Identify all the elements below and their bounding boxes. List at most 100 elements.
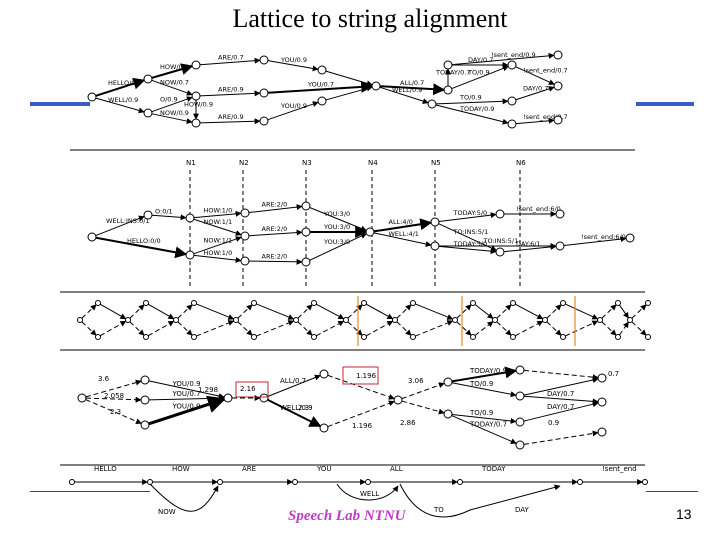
lattice-node (615, 334, 621, 340)
lattice-arc (327, 400, 395, 428)
lattice-arc (401, 382, 445, 400)
lattice-arc (619, 321, 629, 336)
lattice-arc (151, 113, 193, 125)
arc-label: TO:INS:5/1 (483, 237, 519, 245)
arc-label: YOU/0.7 (172, 390, 201, 398)
lattice-node (143, 210, 153, 220)
arc-label: !sent_end/0.9 (491, 51, 536, 59)
lattice-arc (631, 321, 647, 336)
column-label: N5 (431, 159, 441, 167)
lattice-arc (546, 304, 562, 319)
accent-bar-right (636, 102, 694, 106)
lattice-arc (129, 304, 145, 319)
arc-label: ARE:2/0 (262, 201, 288, 209)
lattice-node (240, 231, 250, 241)
lattice-arc (248, 204, 303, 214)
lattice-node (251, 334, 257, 340)
lattice-node (492, 317, 498, 323)
arc-label: !sent_end/0.7 (523, 67, 568, 75)
lattice-arc (415, 303, 454, 320)
lattice-arc (193, 210, 242, 219)
lattice-arc (129, 321, 145, 336)
word-label: NOW (158, 508, 176, 516)
lattice-node (597, 373, 607, 383)
panel-lattice: HELLO/0.7WELL/0.9HOW/0.9NOW/0.7NOW/0.9O/… (87, 50, 568, 129)
lattice-arc (177, 321, 193, 336)
lattice-arc (565, 320, 599, 337)
lattice-node (240, 208, 250, 218)
weight-label: 0.7 (608, 370, 619, 378)
lattice-node (301, 227, 311, 237)
lattice-arc (415, 320, 454, 337)
lattice-arc (237, 304, 253, 319)
arc-label: DAY/0.7 (523, 85, 548, 93)
arc-label: DAY/0.7 (547, 403, 574, 411)
arc-label: HELLO:0/0 (127, 237, 161, 245)
lattice-arc (523, 369, 599, 381)
arc-label: ALL:4/0 (389, 218, 413, 226)
lattice-arc (438, 245, 497, 255)
lattice-arc (248, 229, 303, 237)
weight-label: 2.3 (298, 404, 309, 412)
word-label: WELL (360, 490, 379, 498)
word-label: ARE (242, 465, 256, 473)
lattice-node (77, 317, 83, 323)
alternative-arc (336, 483, 399, 501)
lattice-arc (396, 321, 412, 336)
lattice-node (645, 300, 651, 306)
lattice-arc (99, 303, 127, 320)
lattice-node (365, 227, 375, 237)
lattice-node (143, 74, 153, 84)
lattice-arc (267, 60, 319, 72)
weight-label: 0.9 (548, 419, 559, 427)
lattice-node (577, 479, 583, 485)
lattice-arc (474, 304, 494, 319)
arc-label: YOU/0.9 (172, 380, 201, 388)
lattice-arc (95, 77, 146, 97)
lattice-node (233, 317, 239, 323)
lattice-arc (267, 80, 374, 94)
lattice-arc (85, 379, 142, 398)
arc-label: DAY:6/1 (516, 240, 541, 248)
lattice-node (185, 250, 195, 260)
highlight-box-weight (342, 366, 379, 385)
arc-label: HOW/0.9 (160, 63, 189, 71)
lattice-arc (193, 254, 242, 263)
lattice-arc (451, 366, 518, 383)
lattice-node (393, 395, 403, 405)
lattice-node (515, 365, 525, 375)
weight-label: 2.16 (240, 385, 256, 393)
lattice-arc (315, 320, 345, 337)
lattice-node (125, 317, 131, 323)
lattice-node (191, 118, 201, 128)
lattice-arc (177, 304, 193, 319)
footer-rule-right (646, 491, 698, 492)
lattice-node (69, 479, 75, 485)
lattice-arc (631, 304, 647, 319)
lattice-arc (435, 104, 509, 125)
lattice-arc (151, 63, 194, 79)
lattice-node (410, 334, 416, 340)
lattice-node (430, 241, 440, 251)
arc-label: YOU:3/0 (323, 210, 350, 218)
arc-label: NOW:1/1 (204, 237, 233, 245)
lattice-node (95, 300, 101, 306)
lattice-node (143, 300, 149, 306)
lattice-node (140, 395, 150, 405)
lattice-node (301, 257, 311, 267)
lattice-arc (347, 304, 363, 319)
lattice-node (140, 420, 150, 430)
arc-label: O/0.9 (160, 96, 178, 104)
lattice-node (259, 393, 269, 403)
lattice-arc (267, 398, 322, 428)
lattice-node (597, 317, 603, 323)
lattice-node (495, 247, 505, 257)
arc-label: DAY/0.7 (468, 56, 493, 64)
weight-label: 1.196 (352, 422, 373, 430)
lattice-arc (373, 232, 432, 247)
lattice-arc (309, 233, 367, 261)
lattice-arc (199, 118, 261, 125)
lattice-node (365, 479, 371, 485)
weight-label: 1.196 (356, 372, 377, 380)
